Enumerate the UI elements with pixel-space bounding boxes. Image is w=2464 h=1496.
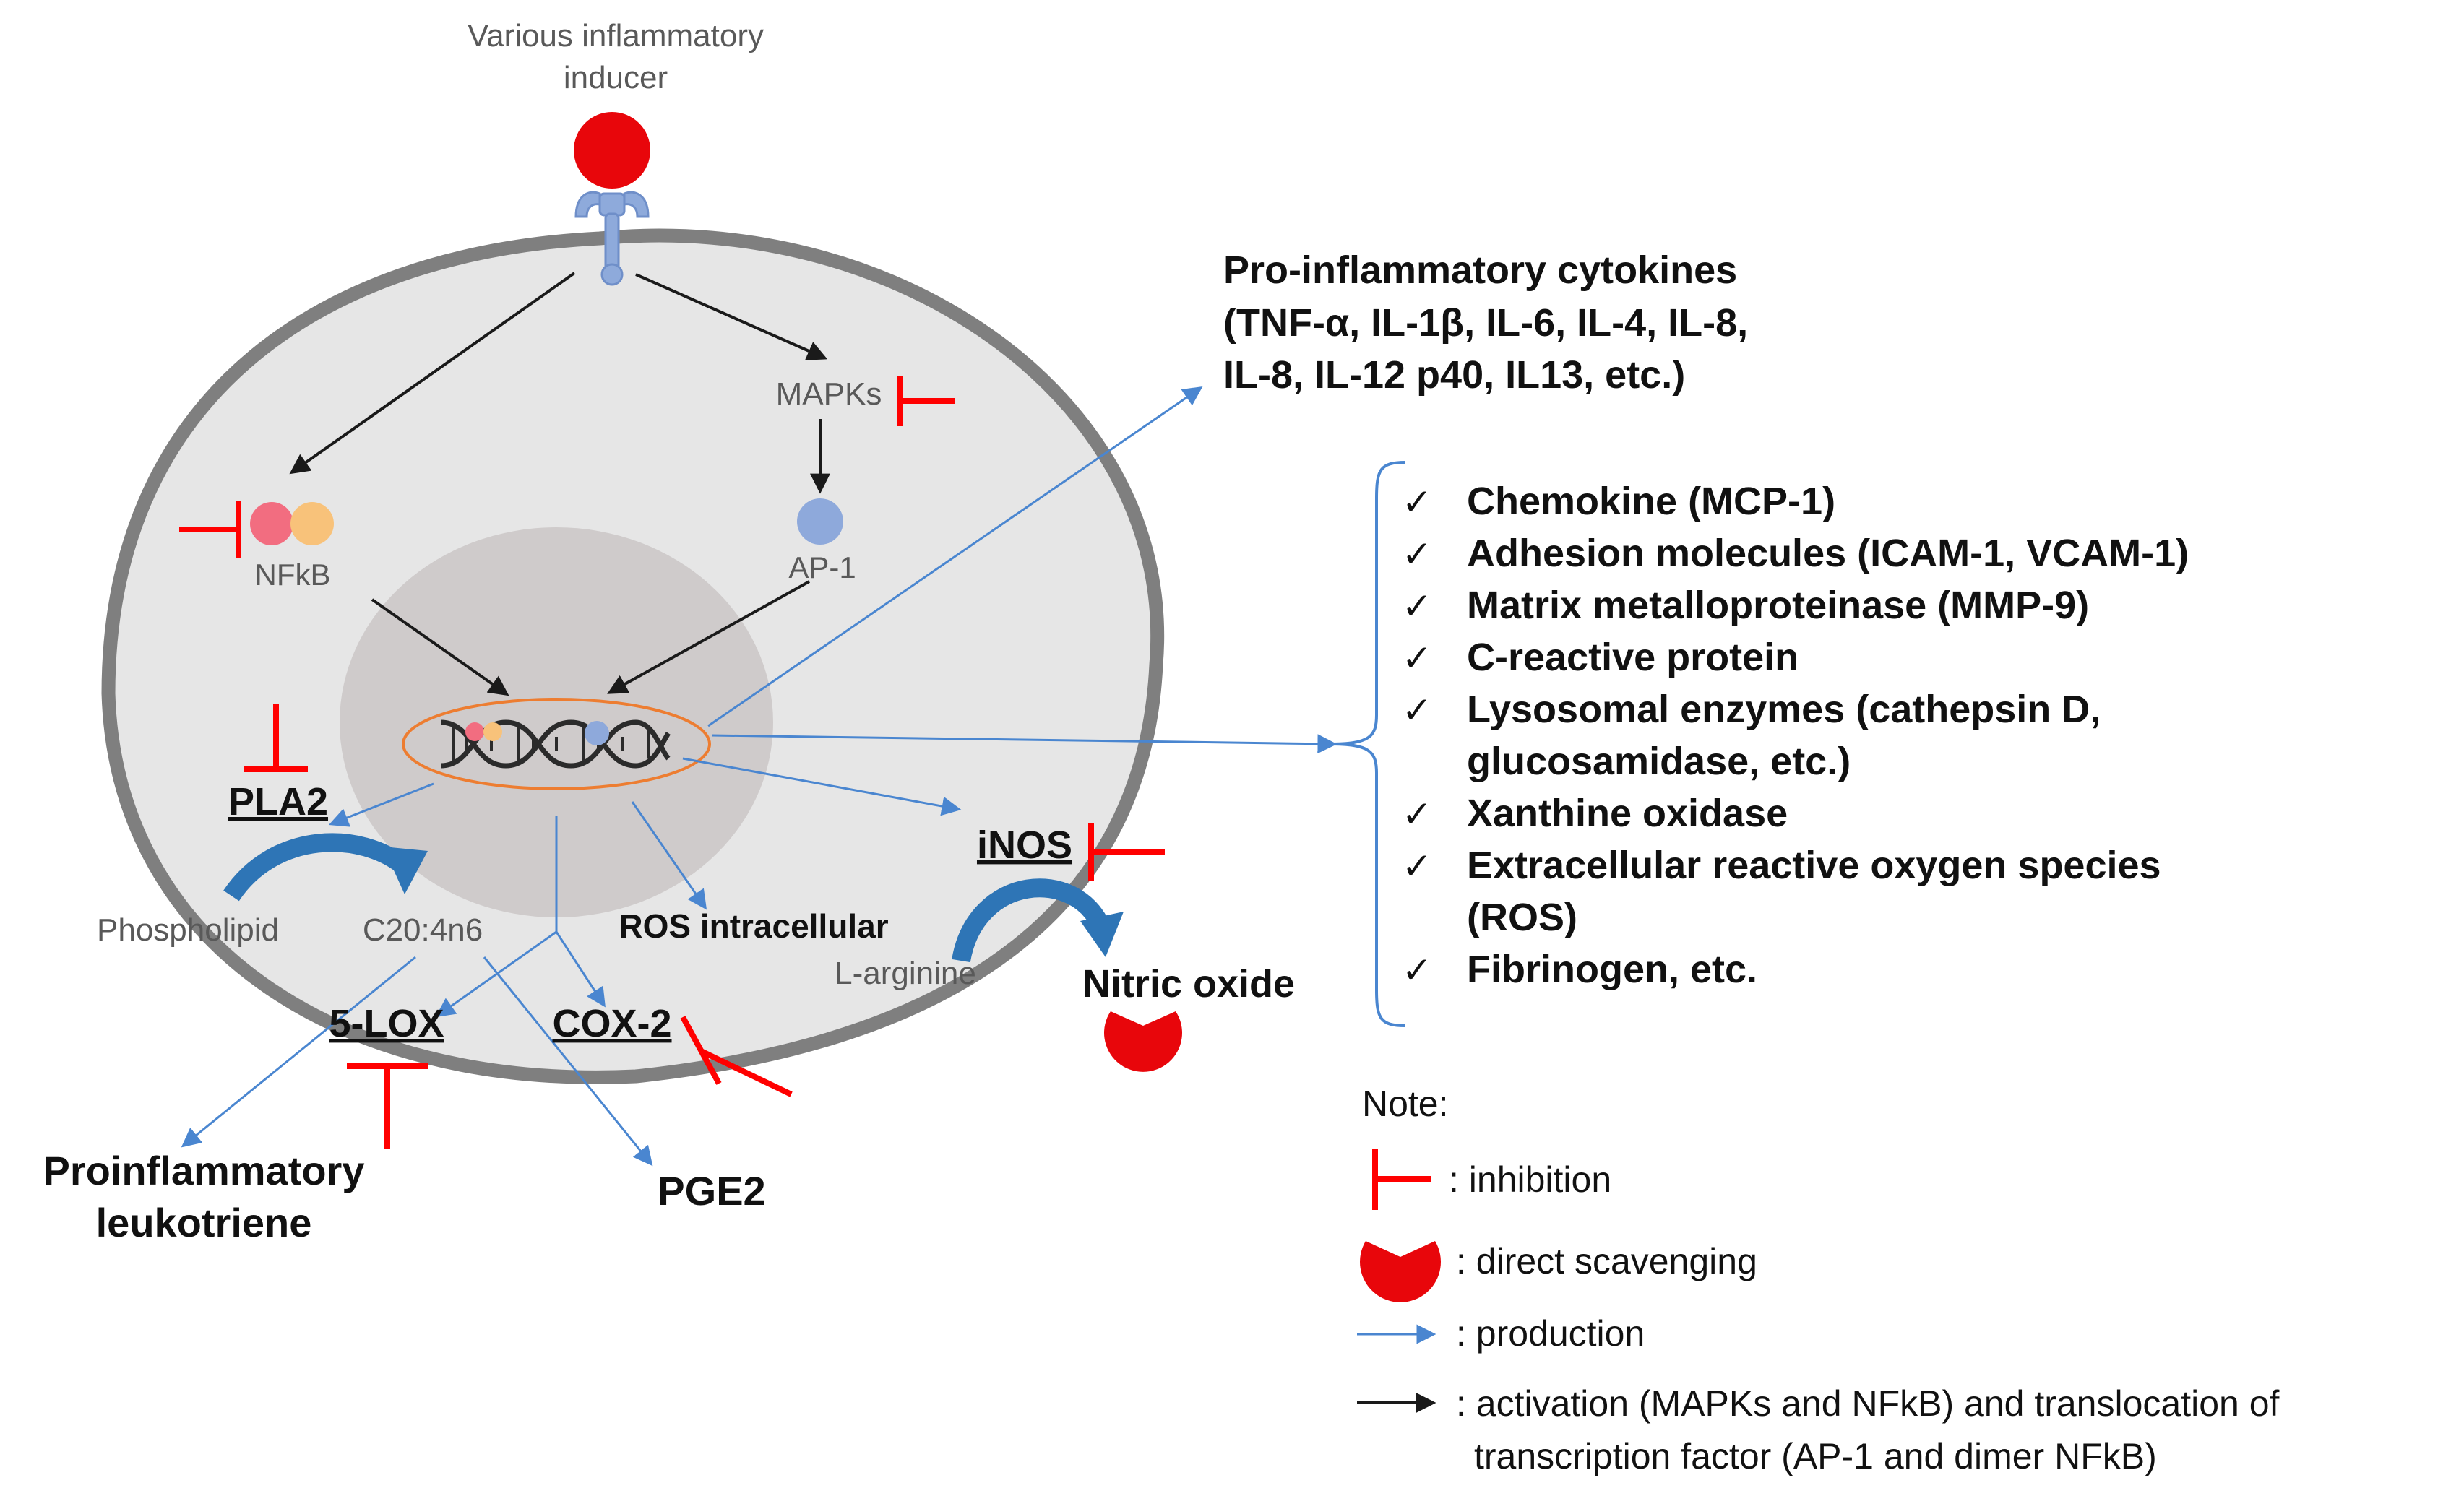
legend-inhibition-text: : inhibition <box>1449 1159 1611 1200</box>
dna-bound-nfkb-orange <box>483 722 502 741</box>
mediator-item-7-line-1: Extracellular reactive oxygen species <box>1467 844 2161 887</box>
inos-label: iNOS <box>977 823 1072 867</box>
l-arginine-label: L-arginine <box>835 956 976 991</box>
checkmark-icon: ✓ <box>1402 846 1432 886</box>
arrow-ap1-to-dna <box>607 580 810 694</box>
dna-ring <box>402 698 711 790</box>
pge2-label: PGE2 <box>658 1168 765 1214</box>
c20-label: C20:4n6 <box>363 912 483 948</box>
curved-arrow-arginine-to-no <box>952 878 1111 963</box>
nfkb-label: NFkB <box>255 558 331 592</box>
arrow-c20-to-leukotriene <box>181 956 416 1148</box>
mediator-item-4-line-1: C-reactive protein <box>1467 636 1799 679</box>
arrow-receptor-to-nfkb <box>289 272 576 475</box>
checkmark-icon: ✓ <box>1402 534 1432 574</box>
inducer-group: Various inflammatory inducer <box>468 18 764 286</box>
arrow-c20-to-pge2 <box>483 956 653 1167</box>
conversion-arrows <box>223 833 1124 963</box>
dna-group <box>402 698 711 790</box>
arrow-nfkb-to-dna <box>371 598 509 696</box>
checkmark-icon: ✓ <box>1402 950 1432 990</box>
curved-arrow-arginine-to-no-head <box>1080 912 1124 957</box>
curly-bracket <box>1329 461 1406 1027</box>
leukotriene-label-line2: leukotriene <box>96 1200 312 1245</box>
production-arrows <box>181 386 1337 1167</box>
arrow-dna-to-inos <box>682 757 962 816</box>
leukotriene-label-line1: Proinflammatory <box>43 1148 365 1193</box>
cell <box>101 228 1165 1084</box>
inhibit-5lox <box>347 1063 428 1149</box>
legend-inhibition-icon <box>1372 1149 1431 1210</box>
arrow-dna-to-pla2 <box>328 782 434 827</box>
red-circle-icon <box>574 112 650 189</box>
mediator-item-5-line-2: glucosamidase, etc.) <box>1467 740 1851 783</box>
checkmark-icon: ✓ <box>1402 482 1432 522</box>
cytokines-block: Pro-inflammatory cytokines (TNF-α, IL-1β… <box>1223 248 1748 397</box>
curved-arrow-phospholipid-to-c20 <box>223 833 411 902</box>
activation-arrows <box>289 272 830 696</box>
checkmark-icon: ✓ <box>1402 690 1432 730</box>
mediator-item-1-line-1: Chemokine (MCP-1) <box>1467 480 1835 523</box>
mediator-item-2-line-1: Adhesion molecules (ICAM-1, VCAM-1) <box>1467 532 2189 575</box>
pla2-label: PLA2 <box>228 780 328 823</box>
arrow-receptor-to-mapks <box>635 273 828 360</box>
mapks-label: MAPKs <box>776 376 882 412</box>
dna-bound-ap1 <box>585 721 609 745</box>
legend-scavenging-icon <box>1360 1241 1441 1302</box>
cox2-label: COX-2 <box>552 1002 671 1045</box>
nitric-oxide-label: Nitric oxide <box>1082 962 1295 1006</box>
inhibit-cox2 <box>680 1016 793 1097</box>
substrates: Phospholipid C20:4n6 ROS intracellular L… <box>97 907 1295 1006</box>
enzymes: PLA2 iNOS 5-LOX COX-2 <box>228 780 1072 1045</box>
mediator-item-3-line-1: Matrix metalloproteinase (MMP-9) <box>1467 584 2089 627</box>
dna-bound-nfkb-pink <box>465 722 484 741</box>
arrow-dna-to-ros <box>631 801 707 910</box>
products: Proinflammatory leukotriene PGE2 <box>43 1148 766 1245</box>
inhibit-nfkb <box>179 501 241 558</box>
nfkb-dimer-icon <box>250 502 334 545</box>
legend-title: Note: <box>1362 1084 1449 1124</box>
checkmark-icon: ✓ <box>1402 794 1432 834</box>
curved-arrow-phospholipid-to-c20-head <box>383 847 428 894</box>
5lox-label: 5-LOX <box>329 1002 444 1045</box>
mediator-item-7-line-2: (ROS) <box>1467 896 1577 939</box>
nucleus <box>340 527 773 917</box>
inhibit-mapks <box>897 376 955 426</box>
inducer-label-line1: Various inflammatory <box>468 18 764 53</box>
scavenger-icons <box>1104 1011 1182 1072</box>
inducer-label-line2: inducer <box>564 60 668 95</box>
legend-scavenging-text: : direct scavenging <box>1456 1241 1757 1281</box>
phospholipid-label: Phospholipid <box>97 912 279 948</box>
cytokines-list-line1: (TNF-α, IL-1β, IL-6, IL-4, IL-8, <box>1223 301 1748 345</box>
ap1-icon <box>797 498 843 545</box>
inhibition-marks <box>179 376 1165 1149</box>
ros-intracellular-label: ROS intracellular <box>619 907 888 945</box>
mediator-item-6-line-1: Xanthine oxidase <box>1467 792 1788 835</box>
receptor-icon <box>574 191 650 286</box>
checkmark-icon: ✓ <box>1402 586 1432 626</box>
legend-production-text: : production <box>1456 1313 1645 1354</box>
legend: Note: : inhibition : direct scavenging :… <box>1357 1084 2280 1476</box>
cytokines-list-line2: IL-8, IL-12 p40, IL13, etc.) <box>1223 353 1685 397</box>
cytokines-title: Pro-inflammatory cytokines <box>1223 248 1737 292</box>
checkmark-icon: ✓ <box>1402 638 1432 678</box>
legend-activation-text-line1: : activation (MAPKs and NFkB) and transl… <box>1456 1383 2280 1424</box>
mediator-list: ✓ Chemokine (MCP-1) ✓ Adhesion molecules (I… <box>1402 480 2189 991</box>
inhibit-pla2 <box>244 704 308 772</box>
legend-activation-text-line2: transcription factor (AP-1 and dimer NFk… <box>1474 1436 2157 1476</box>
signaling-molecules: MAPKs NFkB AP-1 <box>250 376 882 592</box>
arrow-split-to-cox2 <box>555 931 606 1008</box>
mediator-item-8-line-1: Fibrinogen, etc. <box>1467 948 1757 991</box>
mediator-item-5-line-1: Lysosomal enzymes (cathepsin D, <box>1467 688 2101 731</box>
inhibit-inos <box>1088 823 1165 881</box>
mediators-block: ✓ Chemokine (MCP-1) ✓ Adhesion molecules (I… <box>1329 461 2189 1027</box>
ap1-label: AP-1 <box>788 550 856 584</box>
arrow-dna-to-mediators <box>711 734 1337 754</box>
arrow-dna-to-cytokines <box>707 386 1203 727</box>
pacman-nitric-oxide-icon <box>1104 1011 1182 1072</box>
